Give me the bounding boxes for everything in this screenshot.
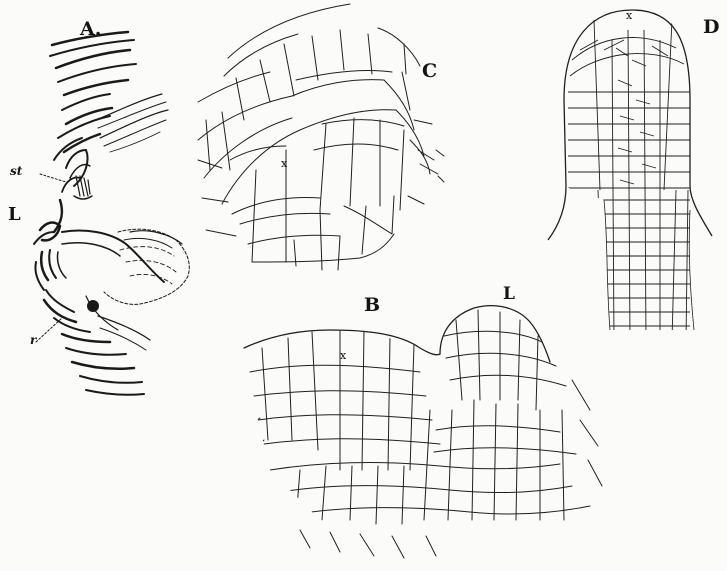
panel-a-label: A. bbox=[80, 20, 101, 39]
panel-c-label: C bbox=[422, 62, 437, 81]
label-r: r bbox=[30, 334, 36, 346]
panel-d-label: D bbox=[703, 18, 719, 37]
panel-b-cells bbox=[244, 306, 602, 558]
panel-a-dark-body bbox=[87, 300, 99, 312]
panel-d-apex bbox=[548, 10, 712, 340]
label-l-panel-a: L bbox=[8, 206, 21, 224]
panel-d-cell-grid bbox=[568, 20, 690, 340]
panel-a-sketch bbox=[34, 32, 189, 395]
panel-c-cells bbox=[198, 4, 444, 270]
label-x-panel-d: x bbox=[626, 10, 632, 21]
label-x-panel-c: x bbox=[281, 158, 287, 169]
label-l-panel-b: L bbox=[503, 286, 515, 303]
label-st: st bbox=[10, 165, 22, 177]
label-x-panel-b: x bbox=[340, 350, 346, 361]
panel-b-label: B bbox=[364, 296, 380, 315]
